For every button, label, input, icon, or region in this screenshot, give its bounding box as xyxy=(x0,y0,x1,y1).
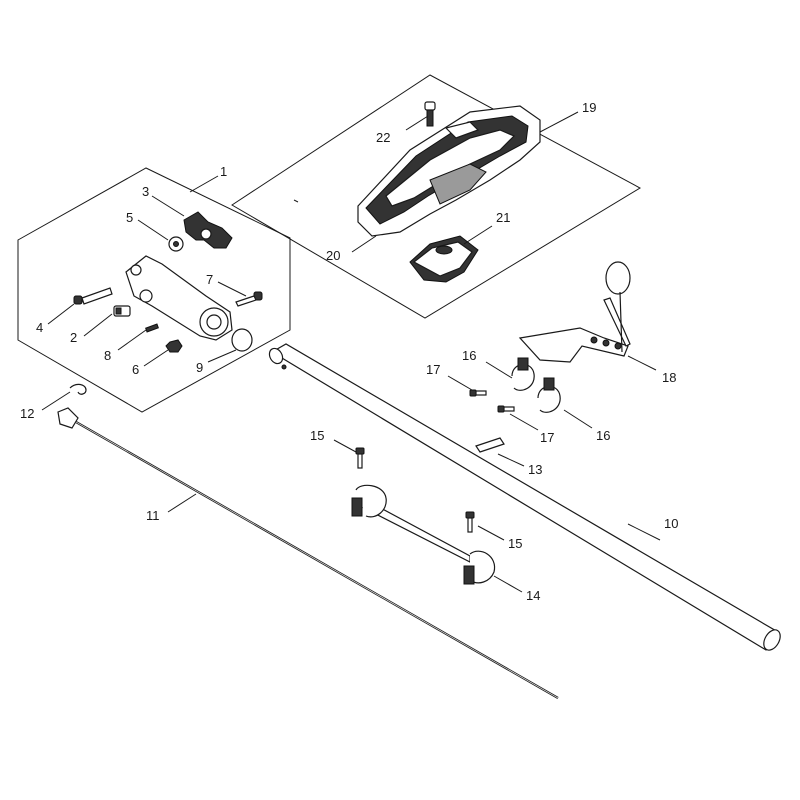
part-12-e-clip xyxy=(69,383,87,395)
part-22-screw xyxy=(424,101,436,127)
part-5-washer xyxy=(168,236,184,252)
part-6-nut xyxy=(165,339,183,353)
callout-labels: 1 2 3 4 5 6 7 8 9 10 11 12 13 14 15 15 1… xyxy=(20,100,678,603)
callout-3: 3 xyxy=(142,184,149,199)
part-15-screw-b xyxy=(465,511,475,533)
callout-4: 4 xyxy=(36,320,43,335)
part-18-bracket xyxy=(518,261,631,363)
part-13-label xyxy=(475,437,505,453)
part-1-clamp-body xyxy=(125,255,233,341)
callout-16b: 16 xyxy=(596,428,610,443)
callout-16a: 16 xyxy=(462,348,476,363)
callout-15a: 15 xyxy=(310,428,324,443)
callout-9: 9 xyxy=(196,360,203,375)
part-14-hanger-bracket xyxy=(351,484,496,585)
part-11-drive-shaft xyxy=(57,407,559,699)
callout-21: 21 xyxy=(496,210,510,225)
callout-14: 14 xyxy=(526,588,540,603)
callout-20: 20 xyxy=(326,248,340,263)
callout-22: 22 xyxy=(376,130,390,145)
part-2-nut xyxy=(113,305,131,317)
group-box-19 xyxy=(231,74,642,319)
part-19-handle-cover xyxy=(357,105,541,237)
part-4-bolt xyxy=(73,287,113,305)
callout-17a: 17 xyxy=(426,362,440,377)
part-9-o-ring xyxy=(231,328,253,352)
callout-8: 8 xyxy=(104,348,111,363)
callout-7: 7 xyxy=(206,272,213,287)
part-16-clamp-a xyxy=(511,357,535,391)
callout-13: 13 xyxy=(528,462,542,477)
callout-12: 12 xyxy=(20,406,34,421)
part-3-knob xyxy=(183,211,233,249)
leader-lines xyxy=(41,111,661,593)
callout-18: 18 xyxy=(662,370,676,385)
callout-10: 10 xyxy=(664,516,678,531)
callout-1: 1 xyxy=(220,164,227,179)
callout-17b: 17 xyxy=(540,430,554,445)
part-17-screw-b xyxy=(497,405,515,413)
part-7-bolt xyxy=(235,291,263,307)
callout-2: 2 xyxy=(70,330,77,345)
part-17-screw-a xyxy=(469,389,487,397)
part-21-insert xyxy=(409,235,479,283)
part-8-screw xyxy=(145,323,159,333)
part-16-clamp-b xyxy=(537,377,561,413)
callout-5: 5 xyxy=(126,210,133,225)
callout-19: 19 xyxy=(582,100,596,115)
callout-6: 6 xyxy=(132,362,139,377)
part-10-main-tube xyxy=(268,343,781,651)
group-box-1 xyxy=(17,167,291,413)
callout-11: 11 xyxy=(146,508,160,523)
callout-15b: 15 xyxy=(508,536,522,551)
part-15-screw-a xyxy=(355,447,365,469)
